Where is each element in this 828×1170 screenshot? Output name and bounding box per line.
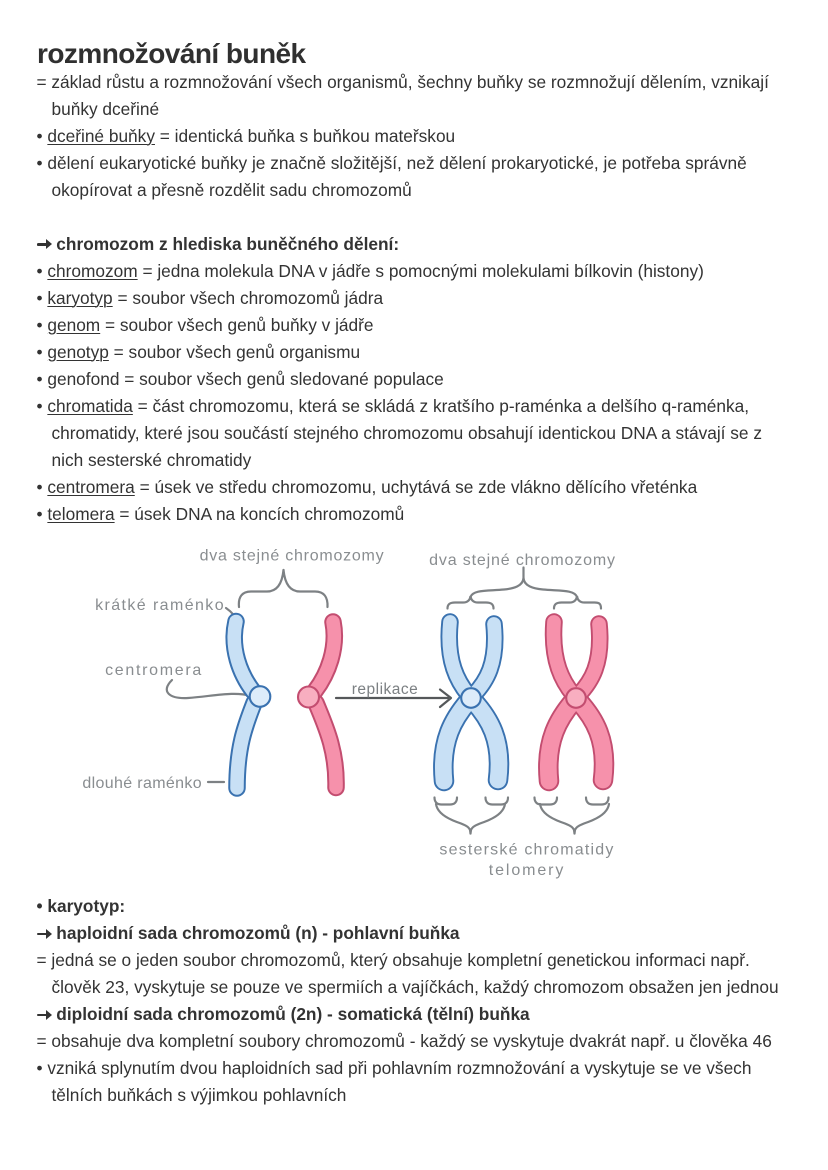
svg-text:dva stejné chromozomy: dva stejné chromozomy [200, 548, 385, 565]
svg-text:centromera: centromera [105, 662, 203, 679]
svg-text:dlouhé raménko: dlouhé raménko [82, 775, 202, 792]
svg-text:dva stejné chromozomy: dva stejné chromozomy [429, 552, 616, 569]
svg-text:replikace: replikace [352, 681, 419, 698]
svg-text:krátké raménko: krátké raménko [95, 597, 225, 614]
svg-text:telomery: telomery [489, 862, 566, 879]
svg-text:sesterské chromatidy: sesterské chromatidy [439, 842, 614, 859]
